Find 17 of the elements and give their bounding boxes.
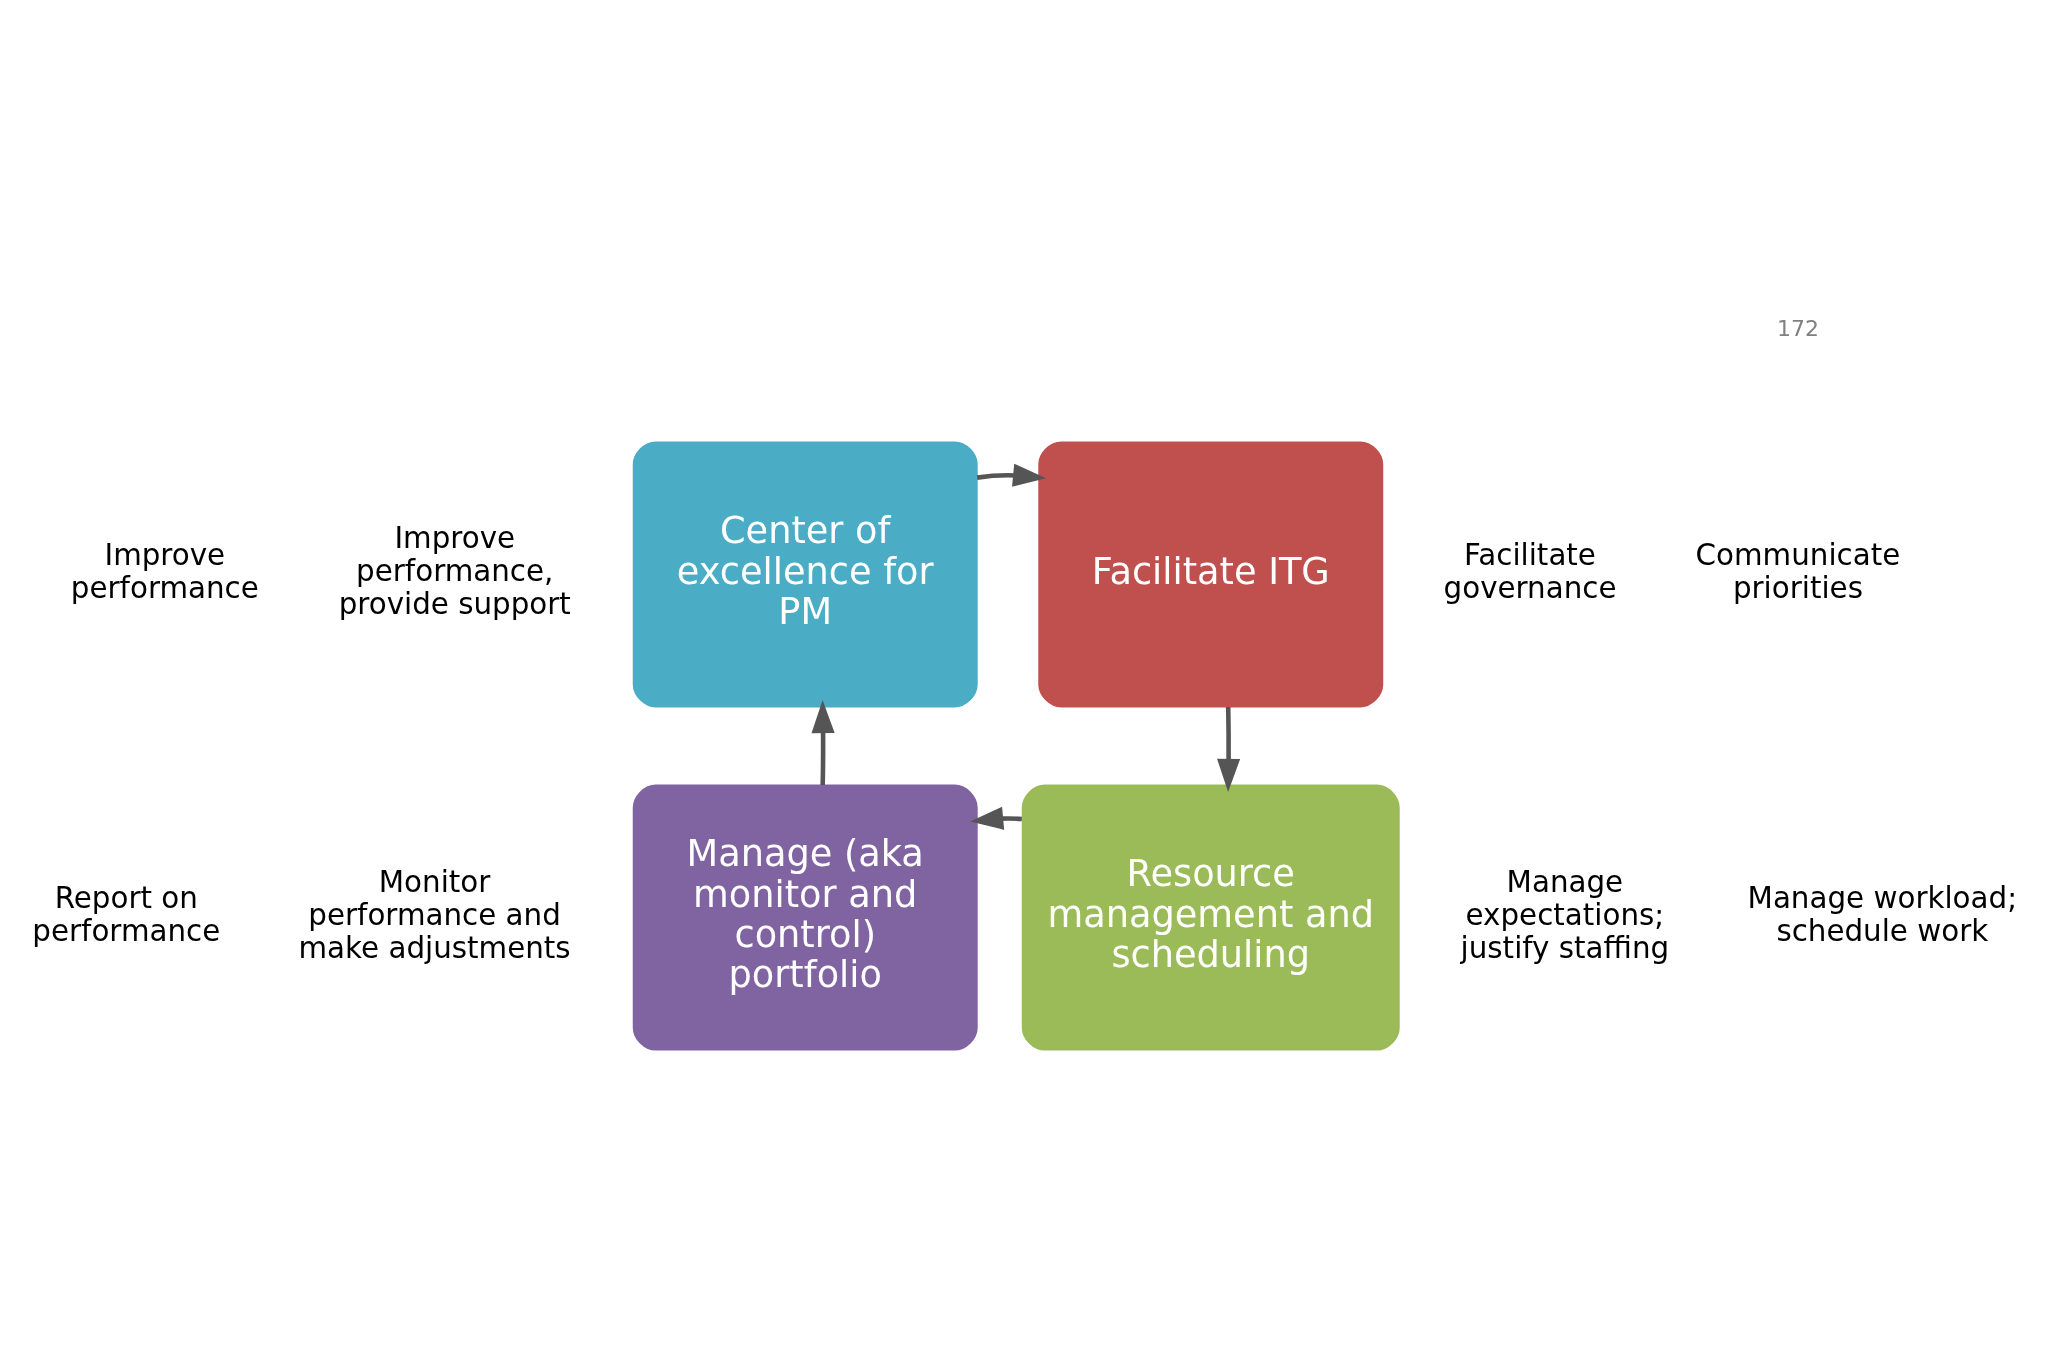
label: Communicate priorities — [1695, 537, 1901, 605]
label: Manage workload; schedule work — [1747, 881, 2018, 949]
node-box: Center of excellence for PM — [632, 441, 978, 708]
arrow — [1217, 706, 1241, 792]
label: Facilitate governance — [1443, 537, 1617, 605]
arrow — [811, 700, 835, 786]
arrow — [976, 463, 1047, 487]
label: Improve performance, provide support — [338, 521, 571, 622]
arrow — [970, 806, 1022, 830]
node-box: Facilitate ITG — [1038, 441, 1384, 708]
label: Improve performance — [70, 537, 259, 605]
label: Monitor performance and make adjustments — [298, 864, 571, 965]
label: 172 — [1776, 316, 1819, 342]
node-box: Resource management and scheduling — [1021, 784, 1400, 1051]
label: Manage expectations; justify staffing — [1460, 864, 1670, 965]
node-box: Manage (aka monitor and control) portfolio — [632, 784, 978, 1051]
label: Report on performance — [32, 881, 221, 949]
